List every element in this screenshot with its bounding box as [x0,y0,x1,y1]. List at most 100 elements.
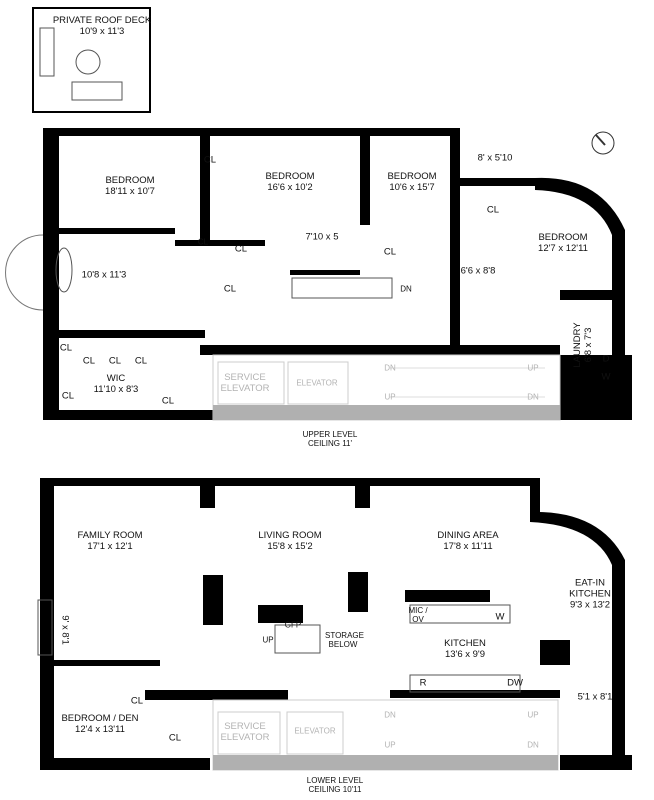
closet-label: CL [486,204,500,216]
lower-level-walls [40,478,632,770]
foyer-size: 5'1 x 8'1 [577,691,613,703]
bath-1-size: 10'8 x 11'3 [81,269,127,281]
room-name: BEDROOM [387,171,437,182]
upper-elevator-shaft [287,361,349,405]
room-name: BEDROOM / DEN [61,713,139,724]
bathtub [55,247,73,293]
room-size: 11'10 x 8'3 [93,384,139,395]
roof-deck [32,7,151,113]
room-size: 17'8 x 11'11 [443,541,493,552]
fire-stair-dn: DN [384,710,396,720]
dryer-label: D [602,353,610,365]
closet-label: CL [203,154,217,166]
room-size: 12'7 x 12'11 [538,243,588,254]
lower-interior-stair [274,624,321,654]
room-name: BEDROOM [265,171,315,182]
room-name: LIVING ROOM [258,530,322,541]
compass-icon [591,131,615,155]
bath-3-size: 8' x 5'10 [477,152,513,164]
fire-stair-up: UP [384,392,396,402]
fire-stair-dn: DN [527,392,539,402]
bay-window [5,234,44,311]
lower-service-elevator-label: SERVICE ELEVATOR [220,721,270,743]
kitchen-counter-lower [409,674,521,693]
room-name: DINING AREA [437,530,499,541]
room-name: PRIVATE ROOF DECK [52,15,152,26]
room-size: 18'11 x 10'7 [105,186,155,197]
lower-bath-size: 9' x 8'1 [59,615,71,645]
stair-up-label: UP [262,635,274,645]
level-ceiling: CEILING 11' [307,439,353,448]
room-size: 10'9 x 11'3 [79,26,125,37]
lower-service-elevator-shaft [217,711,281,755]
lower-core-floor [213,755,558,770]
storage-label: STORAGE BELOW [325,631,364,649]
closet-label: CL [168,732,182,744]
roof-deck-label: PRIVATE ROOF DECK 10'9 x 11'3 [53,15,151,37]
room-size: 12'4 x 13'11 [75,724,125,735]
room-size: 10'6 x 15'7 [389,182,435,193]
room-name: BEDROOM [538,232,588,243]
lower-elevator-label: ELEVATOR [294,726,336,736]
fire-stair-up: UP [384,740,396,750]
closet-label: CL [134,355,148,367]
closet-label: CL [108,355,122,367]
dishwasher-label: DW [507,677,523,689]
room-size: 15'8 x 15'2 [267,541,313,552]
room-name: LAUNDRY [572,322,583,368]
closet-label: CL [234,243,248,255]
kitchen-counter [409,604,511,624]
fire-stair-dn: DN [527,740,539,750]
stair-down-label: DN [400,284,412,294]
bath-2-size: 7'10 x 5 [305,231,339,243]
room-size: 17'1 x 12'1 [87,541,133,552]
closet-label: CL [61,390,75,402]
closet-label: CL [383,246,397,258]
upper-fire-stairs [390,367,545,398]
room-name: KITCHEN [444,638,486,649]
fire-stair-up: UP [527,363,539,373]
upper-service-elevator-shaft [217,361,285,405]
level-ceiling: CEILING 10'11 [308,785,362,794]
room-name: EAT-IN KITCHEN [569,577,611,600]
upper-core-floor [213,405,560,420]
room-name: BEDROOM [105,175,155,186]
fridge-label: R [419,677,427,689]
room-size: 9'3 x 13'2 [569,599,611,611]
room-size: 13'6 x 9'9 [444,649,486,660]
fire-stair-dn: DN [384,363,396,373]
room-size: 6'8 x 7'3 [583,327,594,363]
closet-label: CL [161,395,175,407]
upper-service-elevator-label: SERVICE ELEVATOR [220,372,270,394]
wine-label: W [495,611,505,623]
closet-label: CL [223,283,237,295]
closet-label: CL [82,355,96,367]
mic-ov-label: MIC / OV [408,606,428,624]
lower-elevator-shaft [286,711,344,755]
room-name: WIC [106,373,126,384]
bath-4-size: 6'6 x 8'8 [460,265,496,277]
level-title: LOWER LEVEL [306,776,364,785]
closet-label: CL [130,695,144,707]
lower-bathtub [37,599,53,656]
washer-label: W [601,371,611,383]
fireplace-label: GFP [284,620,302,630]
upper-interior-stair [291,277,393,299]
closet-label: CL [197,237,209,247]
upper-elevator-label: ELEVATOR [296,378,338,388]
room-size: 16'6 x 10'2 [267,182,313,193]
